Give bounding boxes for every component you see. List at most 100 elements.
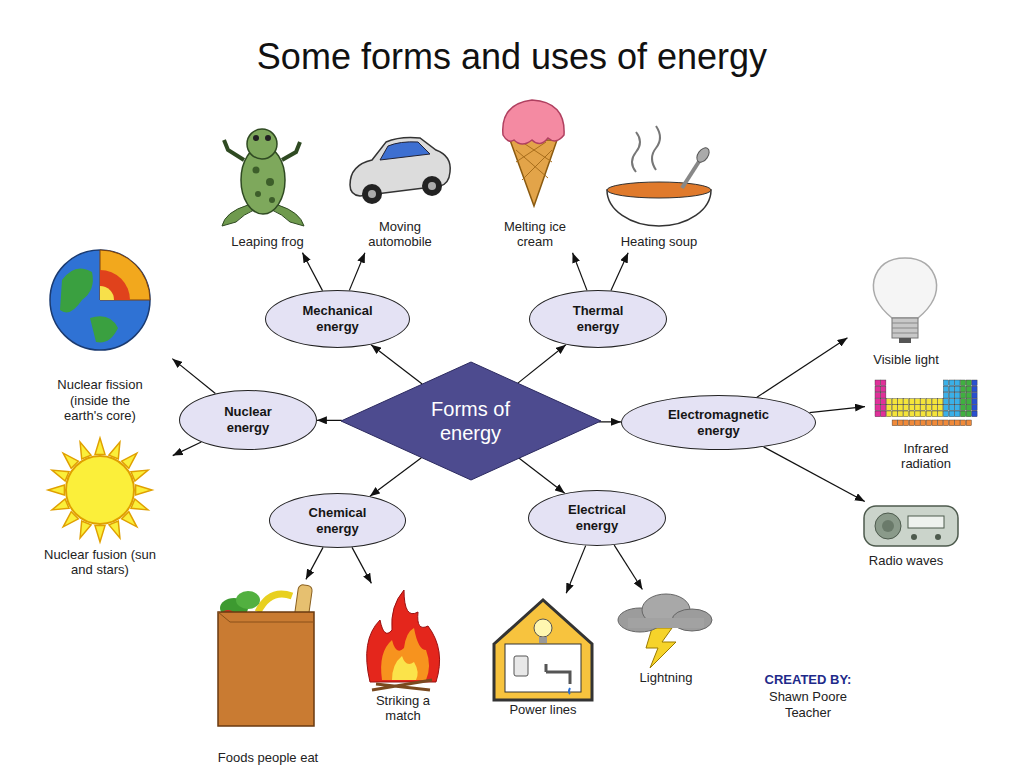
periodic-table-picture-part	[943, 411, 948, 417]
house-picture-part	[569, 688, 570, 694]
radio-picture-part	[935, 534, 941, 540]
radio-picture-part	[864, 506, 958, 546]
frog-picture-part	[222, 205, 254, 226]
radio-picture-part	[882, 520, 894, 532]
example-caption: Moving automobile	[357, 219, 443, 250]
frog-picture-part	[253, 135, 259, 141]
periodic-table-picture-part	[904, 399, 909, 405]
periodic-table-picture-part	[904, 411, 909, 417]
arrow-connector	[764, 447, 865, 502]
energy-example-item: Heating soup	[603, 124, 715, 250]
periodic-table-picture-part	[949, 411, 954, 417]
diamond-shape	[341, 362, 601, 480]
soup-bowl-picture-part	[607, 182, 711, 198]
periodic-table-picture-part	[886, 405, 891, 411]
form-label: Mechanical energy	[290, 303, 385, 334]
periodic-table-picture-part	[875, 386, 880, 392]
sun-picture-part	[48, 438, 152, 542]
soup-bowl-picture-part	[652, 126, 660, 170]
sun-picture-part-part	[109, 442, 120, 459]
periodic-table-picture-part	[886, 411, 891, 417]
sun-picture-part-part	[131, 470, 148, 481]
earth-core-picture-part	[60, 268, 93, 312]
frog-picture-part	[255, 191, 261, 197]
periodic-table-picture-part	[904, 420, 909, 426]
lightning-cloud-picture-part	[628, 618, 704, 628]
periodic-table-picture-part	[949, 392, 954, 398]
periodic-table-picture-part	[943, 380, 948, 386]
periodic-table-picture-part	[972, 386, 977, 392]
match-flame-picture-part	[381, 628, 429, 680]
house-picture-part	[514, 656, 528, 676]
grocery-bag-picture	[218, 584, 314, 726]
periodic-table-picture-part	[926, 420, 931, 426]
periodic-table-picture-part	[875, 405, 880, 411]
example-caption: Striking a match	[366, 693, 441, 724]
periodic-table-picture-part	[943, 420, 948, 426]
periodic-table-picture-part	[898, 420, 903, 426]
energy-form-ellipse: Mechanical energy	[265, 290, 410, 348]
energy-example-item: Infrared radiation	[868, 376, 984, 472]
periodic-table-picture-part	[966, 420, 971, 426]
energy-example-item: Foods people eat	[200, 582, 336, 766]
earth-core-picture-part	[50, 250, 150, 350]
light-bulb-picture-part	[899, 338, 911, 343]
example-caption: Foods people eat	[213, 750, 323, 766]
periodic-table-picture-part	[921, 405, 926, 411]
periodic-table-picture-part	[943, 405, 948, 411]
periodic-table-picture-part	[955, 405, 960, 411]
energy-example-item: Nuclear fission (inside the earth's core…	[30, 250, 170, 424]
periodic-table-picture-part	[875, 411, 880, 417]
example-caption: Leaping frog	[218, 234, 318, 250]
periodic-table-picture-part	[926, 399, 931, 405]
example-caption: Visible light	[854, 352, 959, 368]
periodic-table-picture-part	[909, 420, 914, 426]
sun-picture-part-part	[131, 499, 148, 510]
sun-picture-part-part	[52, 470, 69, 481]
credit-heading: CREATED BY:	[752, 672, 864, 688]
periodic-table-picture-part	[949, 386, 954, 392]
periodic-table-picture-part	[972, 399, 977, 405]
periodic-table-picture-part	[909, 411, 914, 417]
example-caption: Lightning	[616, 670, 716, 686]
grocery-bag-picture-part	[218, 612, 314, 726]
periodic-table-picture-part	[955, 411, 960, 417]
example-caption: Power lines	[491, 702, 596, 718]
sun-picture-part-part	[95, 526, 105, 542]
ice-cream-picture-part	[503, 100, 564, 144]
house-picture-part	[546, 664, 570, 684]
sun-picture-part-part	[80, 521, 91, 538]
car-picture-part	[428, 182, 436, 190]
periodic-table-picture-part	[955, 380, 960, 386]
match-flame-picture-part	[372, 680, 432, 690]
energy-form-ellipse: Nuclear energy	[179, 390, 317, 450]
energy-form-ellipse: Electromagnetic energy	[621, 395, 816, 450]
house-picture-part	[494, 600, 592, 700]
periodic-table-picture-part	[898, 405, 903, 411]
sun-picture-part-part	[48, 485, 64, 495]
periodic-table-picture-part	[875, 399, 880, 405]
periodic-table-picture-part	[966, 392, 971, 398]
periodic-table-picture-part	[892, 405, 897, 411]
frog-picture-part	[272, 205, 304, 226]
soup-bowl-picture	[607, 126, 712, 226]
light-bulb-picture-part	[892, 323, 918, 333]
credit-author: Shawn Poore Teacher	[767, 689, 849, 722]
periodic-table-picture-part	[949, 420, 954, 426]
example-caption: Radio waves	[854, 553, 959, 569]
form-label: Nuclear energy	[203, 404, 293, 435]
energy-example-item: Radio waves	[850, 503, 962, 569]
periodic-table-picture-part	[938, 420, 943, 426]
arrow-connector	[349, 253, 365, 291]
example-caption: Infrared radiation	[886, 441, 966, 472]
periodic-table-picture-part	[915, 399, 920, 405]
periodic-table-picture-part	[966, 380, 971, 386]
frog-picture	[222, 129, 304, 226]
house-picture-part	[534, 619, 552, 637]
periodic-table-picture-part	[955, 420, 960, 426]
periodic-table-picture-part	[961, 380, 966, 386]
grocery-bag-picture-part	[258, 594, 292, 612]
arrow-connector	[614, 545, 642, 589]
frog-picture-part	[282, 142, 300, 160]
